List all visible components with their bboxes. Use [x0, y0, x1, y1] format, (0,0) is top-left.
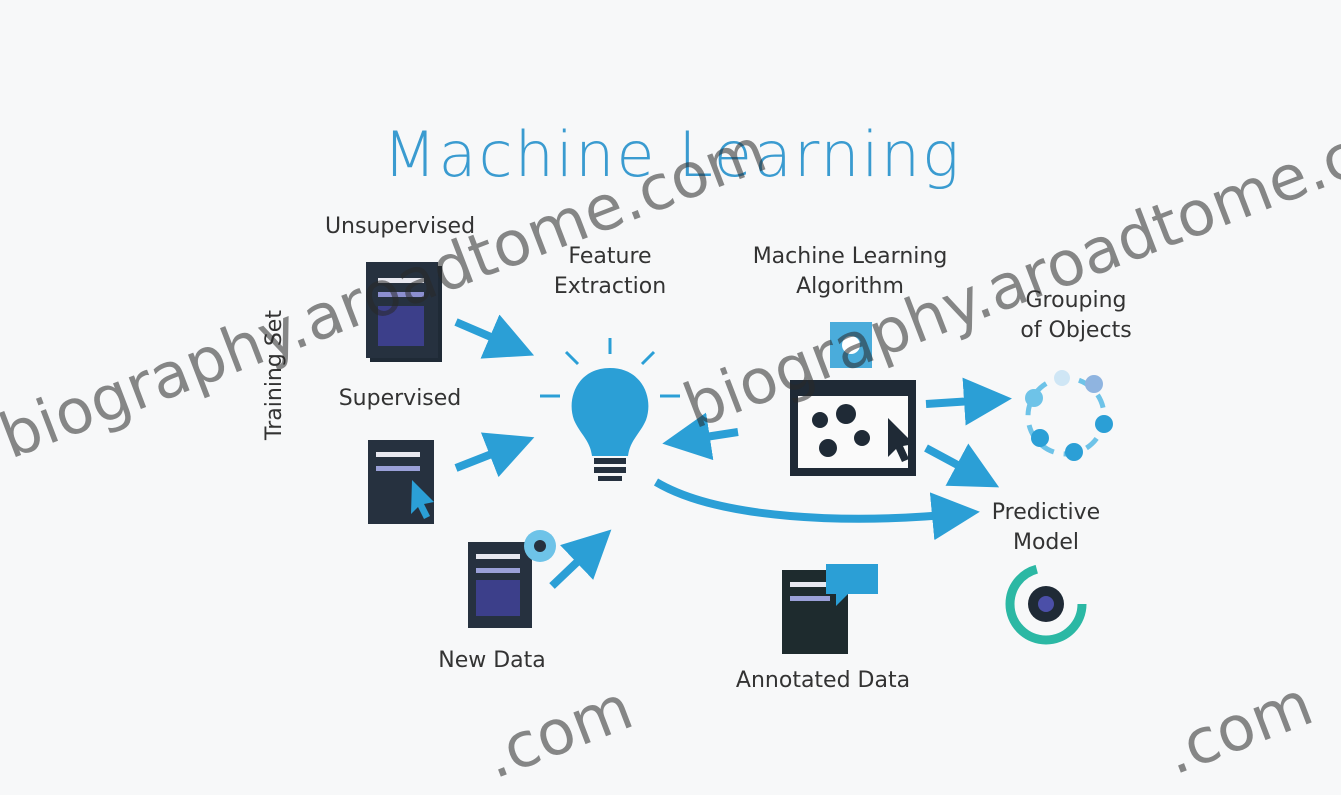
diagram-title: Machine Learning [383, 118, 962, 191]
ml-algorithm-label: Machine Learning Algorithm [752, 244, 948, 299]
unsupervised-label: Unsupervised [324, 214, 476, 239]
training-set-label: Training Set [262, 310, 287, 440]
supervised-label: Supervised [338, 386, 462, 411]
unsupervised-document-icon [366, 262, 442, 362]
predictive-model-label: Predictive Model [991, 500, 1101, 555]
supervised-document-icon [368, 440, 434, 524]
new-data-label: New Data [438, 648, 546, 673]
cursor-icon [888, 418, 914, 462]
annotated-data-icon [782, 564, 878, 654]
algorithm-window-icon [790, 322, 916, 476]
new-data-document-icon [468, 530, 556, 628]
annotated-data-label: Annotated Data [735, 668, 911, 693]
arrow-icon [454, 314, 1012, 589]
grouping-label: Grouping of Objects [1020, 288, 1132, 343]
predictive-gear-icon [1005, 563, 1087, 645]
grouping-cycle-icon [1025, 370, 1113, 461]
feature-extraction-label: Feature Extraction [553, 244, 667, 299]
lightbulb-icon [540, 338, 680, 481]
cursor-icon [411, 480, 434, 519]
